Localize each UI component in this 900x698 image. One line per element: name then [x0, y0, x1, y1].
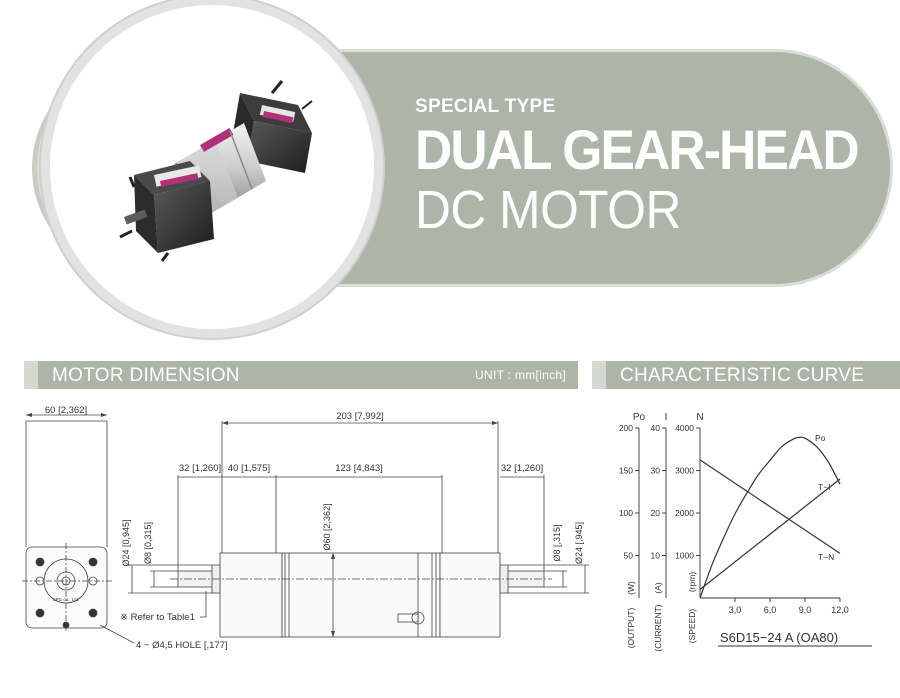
curve-label-tn: T−N	[818, 552, 834, 562]
product-title-sub: DC MOTOR	[415, 180, 681, 240]
col-n: N	[696, 412, 703, 423]
x-tick-label-1: 6,0	[764, 605, 777, 615]
y-tick-label-I-3: 40	[651, 423, 661, 433]
motor-dimension-drawing: 60 [2,362] 203 [7,992] 32 [1,260] 40 [1,…	[22, 405, 589, 651]
hole-note: 4 − Ø4,5 HOLE [,177]	[136, 640, 228, 651]
product-title-main: DUAL GEAR-HEAD	[415, 118, 860, 181]
y-tick-label-N-0: 1000	[675, 551, 694, 561]
series-line-2	[699, 459, 841, 554]
front-gear-head	[119, 161, 214, 262]
dim-dia-24-right: Ø24 [,945]	[574, 522, 584, 564]
motor-photo-illustration	[119, 80, 313, 262]
unit-a: (A)	[653, 582, 663, 594]
y-tick-label-N-1: 2000	[675, 508, 694, 518]
motor-dimension-header: MOTOR DIMENSION UNIT : mm[inch]	[24, 361, 578, 389]
col-po: Po	[633, 412, 646, 423]
dim-gear-left: 40 [1,575]	[228, 463, 270, 474]
unit-w: (W)	[626, 581, 636, 595]
unit-label: UNIT : mm[inch]	[475, 368, 566, 382]
banner-title: SPECIAL TYPE DUAL GEAR-HEAD DC MOTOR	[415, 96, 896, 238]
x-tick-label-2: 9,0	[799, 605, 812, 615]
y-tick-label-Po-0: 50	[624, 551, 634, 561]
dim-dia-8-left: Ø8 [0,315]	[143, 522, 153, 564]
dim-shaft-left: 32 [1,260]	[179, 463, 221, 474]
dim-shaft-right: 32 [1,260]	[501, 463, 543, 474]
y-tick-label-I-1: 20	[651, 508, 661, 518]
dim-body-length: 123 [4,843]	[335, 463, 383, 474]
y-tick-label-I-2: 30	[651, 466, 661, 476]
y-tick-label-N-2: 3000	[675, 466, 694, 476]
col-i: I	[665, 412, 668, 423]
dim-dia-24-left: Ø24 [0,945]	[121, 519, 131, 566]
y-tick-label-Po-3: 200	[619, 423, 633, 433]
label-output: (OUTPUT)	[626, 608, 636, 649]
product-photo-frame	[50, 5, 374, 329]
y-tick-label-Po-1: 100	[619, 508, 633, 518]
label-current: (CURRENT)	[653, 604, 663, 651]
series-line-1	[699, 478, 841, 590]
curve-label-ti: T−I	[818, 482, 831, 492]
label-speed: (SPEED)	[687, 609, 697, 644]
characteristic-curve-header: CHARACTERISTIC CURVE	[592, 361, 900, 389]
characteristic-curve-title: CHARACTERISTIC CURVE	[620, 365, 865, 386]
dim-overall-length: 203 [7,992]	[336, 411, 384, 422]
series-line-0	[699, 436, 841, 599]
dim-front-width: 60 [2,362]	[45, 405, 87, 416]
unit-rpm: (rpm)	[687, 572, 697, 592]
y-tick-label-Po-2: 150	[619, 466, 633, 476]
motor-dimension-title: MOTOR DIMENSION	[52, 365, 240, 386]
banner: SPECIAL TYPE DUAL GEAR-HEAD DC MOTOR	[0, 0, 900, 340]
x-tick-label-3: 12,0	[831, 605, 849, 615]
name-plate-text: SPG co., Ltd.	[53, 597, 80, 602]
model-label: S6D15−24 A (OA80)	[720, 630, 838, 645]
y-tick-label-I-0: 10	[651, 551, 661, 561]
refer-table-note: ※ Refer to Table1	[120, 612, 195, 623]
dim-dia-60: Ø60 [2,362]	[322, 503, 332, 550]
special-type-label: SPECIAL TYPE	[415, 96, 556, 117]
characteristic-curve-chart: 50 100 150 200 10 20 30 40 1000 2000 3000 4000 3,0 6,…	[619, 412, 872, 652]
curve-label-po: Po	[815, 433, 826, 443]
x-tick-label-0: 3,0	[729, 605, 742, 615]
y-tick-label-N-3: 4000	[675, 423, 694, 433]
dim-dia-8-right: Ø8 [,315]	[552, 524, 562, 561]
